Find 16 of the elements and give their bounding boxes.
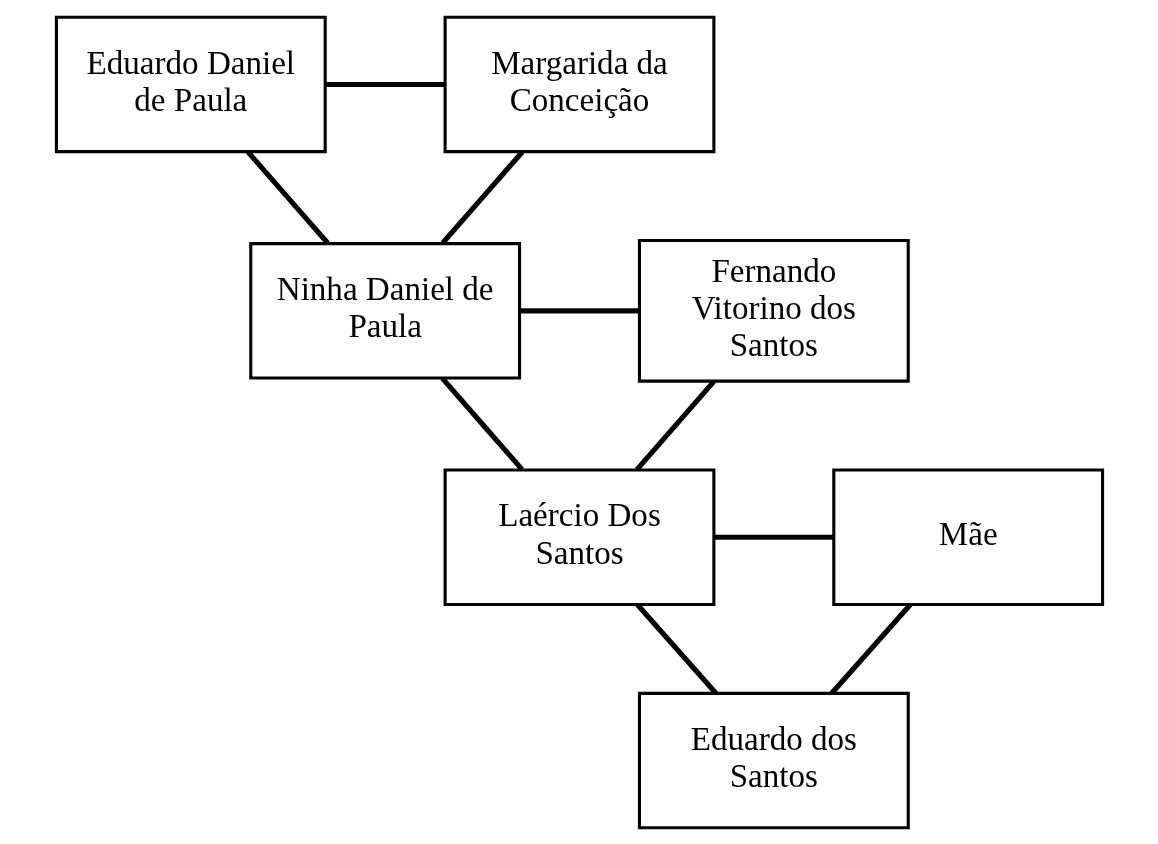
connector — [829, 602, 912, 695]
connector — [245, 149, 330, 245]
node-box: Mãe — [831, 468, 1104, 606]
connector — [634, 379, 716, 471]
node-box: Eduardo dos Santos — [637, 691, 910, 829]
connector — [634, 602, 718, 695]
connector — [714, 534, 833, 540]
node-box: Fernando Vitorino dos Santos — [637, 238, 910, 383]
node-box: Ninha Daniel de Paula — [248, 241, 521, 380]
node-box: Margarida da Conceição — [443, 15, 715, 153]
connector — [439, 376, 524, 471]
connector — [325, 81, 445, 87]
node-box: Eduardo Daniel de Paula — [54, 15, 327, 153]
connector — [519, 307, 639, 313]
node-box: Laércio Dos Santos — [443, 468, 715, 606]
connector — [440, 149, 524, 245]
